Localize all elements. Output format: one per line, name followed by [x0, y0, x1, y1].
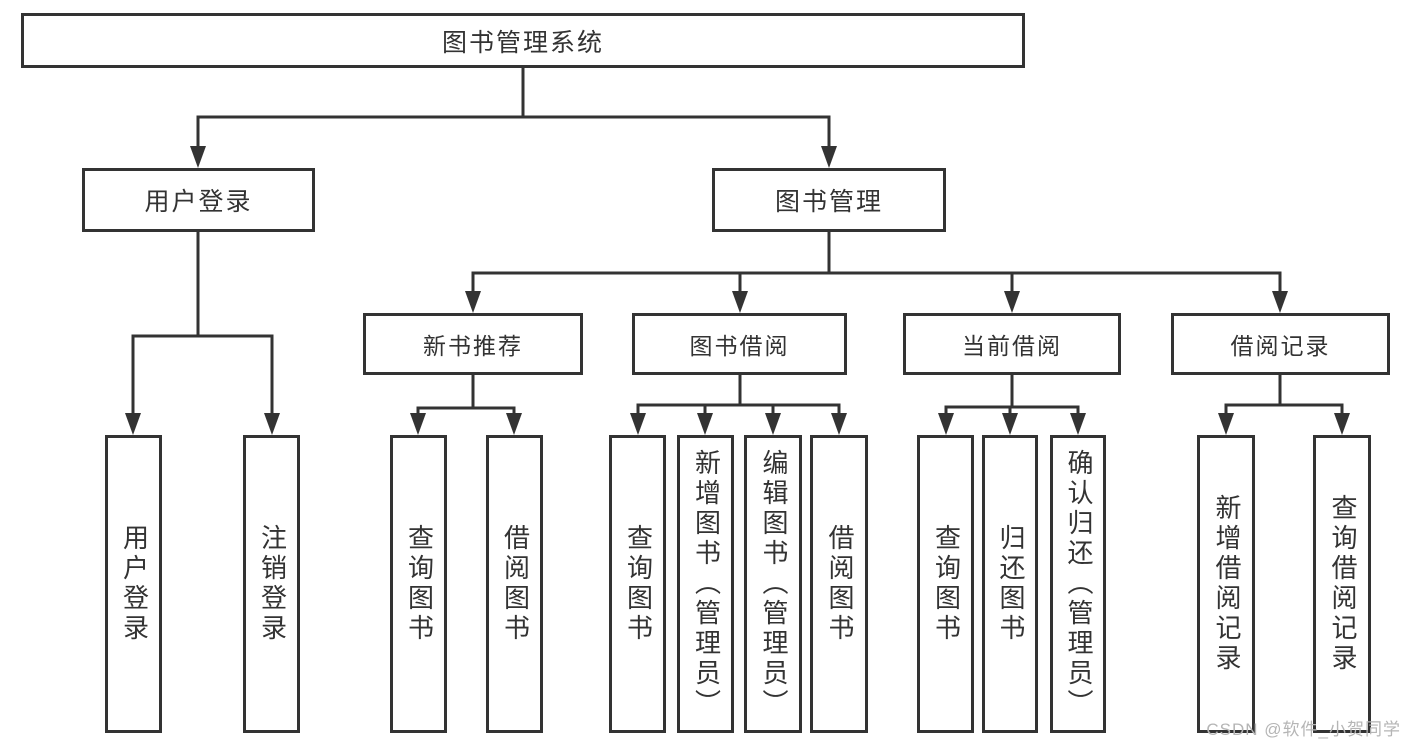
node-label: 新书推荐 [423, 333, 523, 359]
leaf-borrow-edit-books-admin: 编辑图书（管理员） [744, 435, 802, 733]
node-label: 用户登录 [119, 524, 150, 644]
arrowhead [1002, 413, 1018, 435]
connector-root-to-level2 [196, 66, 831, 150]
leaf-borrow-add-books-admin: 新增图书（管理员） [677, 435, 734, 733]
node-label: 查询图书 [931, 524, 962, 644]
connector-borrow-records-to-leaves [1224, 373, 1344, 417]
node-label: 用户登录 [144, 188, 253, 216]
node-label: 注销登录 [257, 524, 288, 644]
leaf-logout: 注销登录 [243, 435, 300, 733]
node-label: 新增借阅记录 [1211, 494, 1242, 674]
arrowhead [1334, 413, 1350, 435]
arrowhead [125, 413, 141, 435]
connector-book-management-to-level3 [471, 230, 1282, 295]
leaf-user-login: 用户登录 [105, 435, 162, 733]
leaf-newbook-query-books: 查询图书 [390, 435, 447, 733]
arrowhead [1070, 413, 1086, 435]
node-label: 查询图书 [623, 524, 654, 644]
arrowhead [831, 413, 847, 435]
node-label: 借阅图书 [500, 524, 531, 644]
arrowhead [465, 291, 481, 313]
node-label: 确认归还（管理员） [1063, 449, 1094, 719]
arrowhead [938, 413, 954, 435]
arrowhead [765, 413, 781, 435]
node-label: 查询借阅记录 [1327, 494, 1358, 674]
node-book-management: 图书管理 [712, 168, 946, 232]
leaf-borrow-borrow-books: 借阅图书 [810, 435, 868, 733]
node-label: 查询图书 [404, 524, 435, 644]
node-label: 当前借阅 [962, 333, 1062, 359]
connector-user-login-to-leaves [131, 230, 274, 417]
node-label: 新增图书（管理员） [691, 449, 722, 719]
arrowhead [1218, 413, 1234, 435]
node-label: 归还图书 [995, 524, 1026, 644]
leaf-newbook-borrow-books: 借阅图书 [486, 435, 543, 733]
node-user-login: 用户登录 [82, 168, 315, 232]
arrowhead [1004, 291, 1020, 313]
node-label: 图书管理系统 [441, 28, 604, 57]
connector-book-borrow-to-leaves [636, 373, 841, 417]
arrowhead [506, 413, 522, 435]
connector-new-book-to-leaves [416, 373, 516, 417]
node-library-management-system: 图书管理系统 [21, 13, 1025, 68]
node-borrow-records: 借阅记录 [1171, 313, 1390, 375]
arrowhead [630, 413, 646, 435]
leaf-borrow-query-books: 查询图书 [609, 435, 666, 733]
node-label: 编辑图书（管理员） [758, 449, 789, 719]
arrowhead [821, 146, 837, 168]
leaf-current-query-books: 查询图书 [917, 435, 974, 733]
node-label: 图书借阅 [689, 333, 790, 359]
arrowhead [264, 413, 280, 435]
arrowhead [732, 291, 748, 313]
leaf-records-query-record: 查询借阅记录 [1313, 435, 1371, 733]
node-new-book-recommend: 新书推荐 [363, 313, 583, 375]
arrowhead [1272, 291, 1288, 313]
node-label: 借阅记录 [1230, 333, 1331, 359]
node-current-borrow: 当前借阅 [903, 313, 1121, 375]
leaf-current-confirm-return-admin: 确认归还（管理员） [1050, 435, 1106, 733]
arrowhead [697, 413, 713, 435]
arrowhead [410, 413, 426, 435]
arrowhead [190, 146, 206, 168]
leaf-current-return-books: 归还图书 [982, 435, 1038, 733]
node-label: 图书管理 [774, 188, 883, 216]
watermark: CSDN @软件_小贺同学 [1206, 720, 1401, 739]
node-label: 借阅图书 [824, 524, 855, 644]
leaf-records-add-record: 新增借阅记录 [1197, 435, 1255, 733]
node-book-borrow: 图书借阅 [632, 313, 847, 375]
connector-current-borrow-to-leaves [944, 373, 1080, 417]
